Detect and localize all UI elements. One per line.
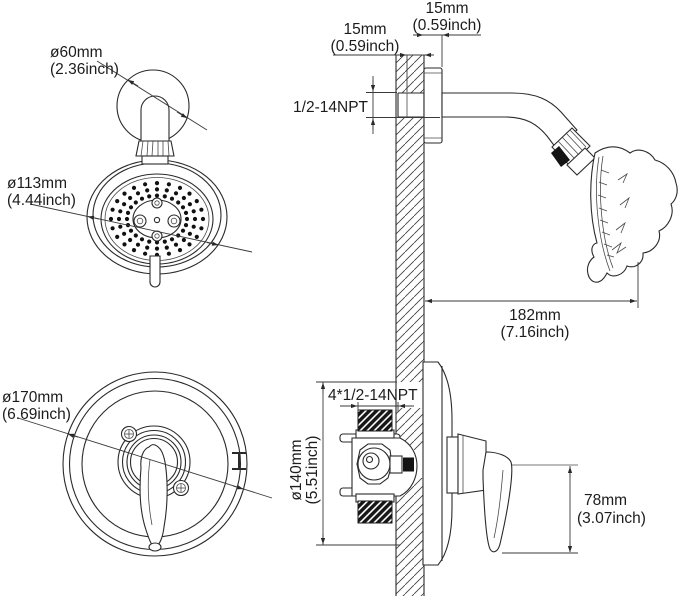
head-bell-side	[586, 146, 678, 283]
arm-flange-side	[423, 67, 443, 144]
dim-flange-diameter	[96, 60, 208, 131]
shower-arm-side	[441, 92, 578, 149]
dim-handle-height	[502, 466, 578, 554]
dim-face-diameter	[29, 203, 253, 253]
dim-reach	[425, 262, 639, 308]
dim-plate-diameter	[17, 417, 273, 499]
face-tick-marks	[597, 169, 630, 258]
connector-knurl	[135, 140, 175, 157]
plate-diameter-inch-label: (6.69inch)	[2, 406, 71, 423]
temp-index-mark	[232, 452, 246, 470]
handle-height-label: 78mm	[584, 492, 627, 509]
nut-shadow	[551, 146, 570, 167]
dim-wall-depth	[333, 52, 434, 92]
dimension-labels: ø60mm (2.36inch) ø113mm (4.44inch) 15mm …	[2, 0, 646, 527]
assembly-diameter-inch-label: (5.51inch)	[304, 436, 321, 505]
dim-assembly-diameter	[316, 381, 400, 546]
wall-depth-inch-label: (0.59inch)	[331, 38, 400, 55]
port-top-threads	[357, 409, 393, 432]
face-diameter-inch-label: (4.44inch)	[7, 192, 76, 209]
trim-plate-side	[422, 361, 453, 566]
plate-diameter-label: ø170mm	[2, 389, 63, 406]
reach-inch-label: (7.16inch)	[501, 324, 570, 341]
showerhead-side-view	[333, 32, 678, 308]
head-lever	[149, 255, 161, 288]
dim-arm-thread	[366, 76, 440, 134]
handle-tip-cap	[148, 542, 162, 552]
flange-diameter-label: ø60mm	[50, 44, 103, 61]
handle-side	[482, 451, 513, 553]
valve-stem	[389, 455, 403, 474]
handle-hub-cap	[457, 433, 487, 495]
face-diameter-label: ø113mm	[7, 175, 67, 192]
assembly-diameter-label: ø140mm	[288, 439, 305, 500]
arm-thread-label: 1/2-14NPT	[293, 99, 368, 116]
handle-height-inch-label: (3.07inch)	[577, 510, 646, 527]
wall-section	[395, 54, 425, 596]
dim-ports-thread	[340, 402, 414, 412]
trim-screw-top	[120, 425, 138, 443]
handle-hub-neck	[446, 436, 459, 494]
dim-flange-depth	[413, 32, 481, 67]
showerhead-front-view	[29, 60, 253, 288]
wall-depth-label: 15mm	[343, 21, 386, 38]
ports-thread-label: 4*1/2-14NPT	[328, 387, 418, 404]
reach-label: 182mm	[509, 307, 561, 324]
trim-screw-bottom	[172, 479, 190, 497]
connector-band	[141, 155, 169, 165]
arm-front	[140, 95, 170, 149]
port-bottom-threads	[357, 500, 393, 524]
flange-depth-label: 15mm	[425, 0, 468, 17]
trim-front-view	[17, 371, 273, 557]
handle-front	[139, 444, 168, 549]
flange-depth-inch-label: (0.59inch)	[413, 17, 482, 34]
stem-tip	[403, 457, 414, 472]
flange-diameter-inch-label: (2.36inch)	[50, 61, 119, 78]
valve-side-view	[316, 361, 578, 566]
